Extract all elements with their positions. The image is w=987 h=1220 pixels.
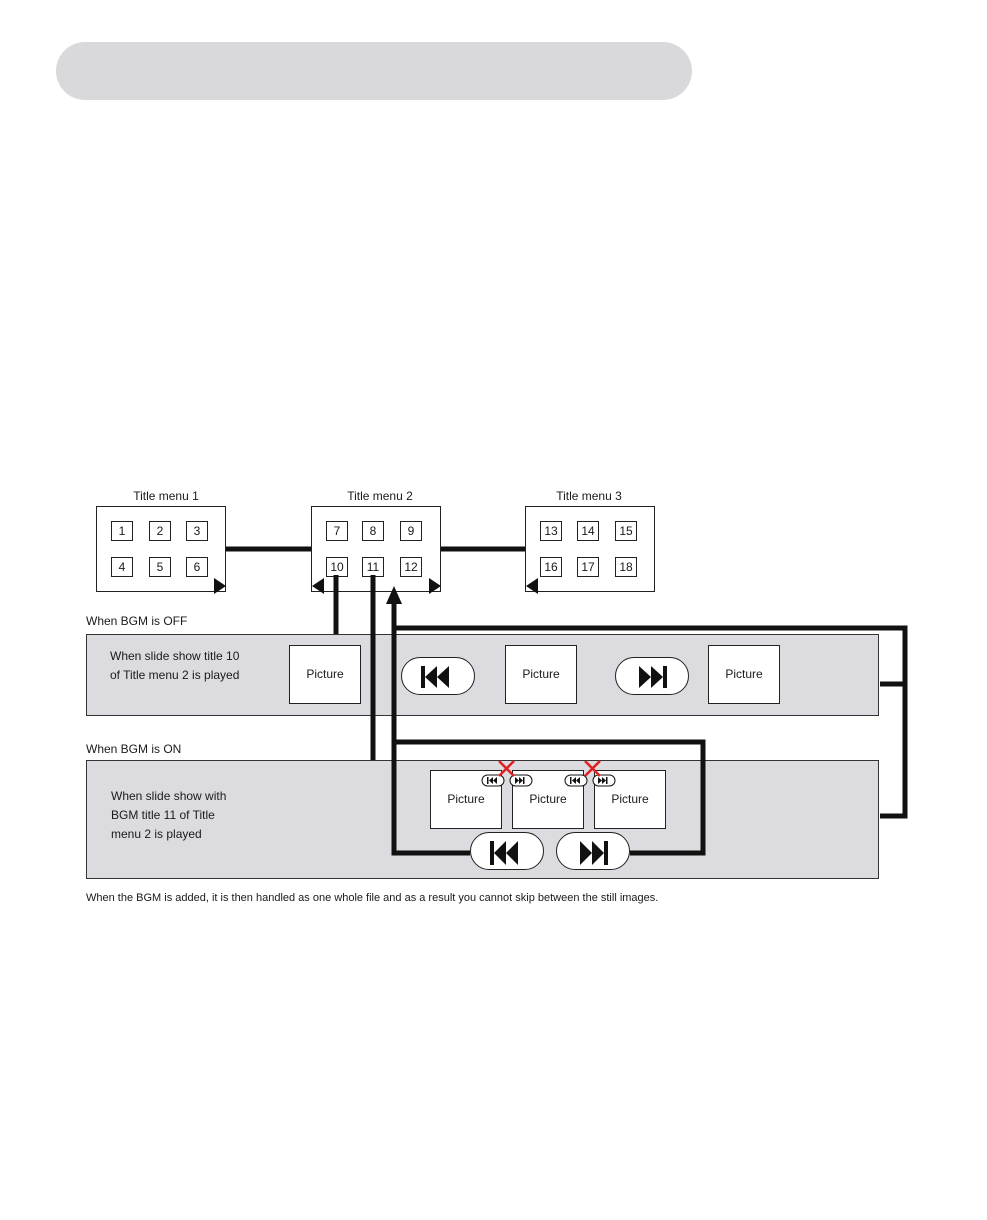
bgm-on-line-3: menu 2 is played — [111, 827, 202, 841]
title-number: 13 — [540, 521, 562, 541]
skip-forward-button[interactable] — [615, 657, 689, 695]
bgm-on-line-1: When slide show with — [111, 789, 227, 803]
skip-back-button[interactable] — [470, 832, 544, 870]
title-number: 1 — [111, 521, 133, 541]
title-number: 5 — [149, 557, 171, 577]
skip-forward-icon — [639, 666, 667, 688]
title-number: 6 — [186, 557, 208, 577]
bgm-off-description: When slide show title 10 of Title menu 2… — [110, 647, 239, 685]
bgm-off-line-1: When slide show title 10 — [110, 649, 240, 663]
title-number: 3 — [186, 521, 208, 541]
menu-3-box: 13 14 15 16 17 18 — [525, 506, 655, 592]
picture-frame: Picture — [708, 645, 780, 704]
disabled-skip-icons-1 — [481, 760, 533, 787]
menu-3-title: Title menu 3 — [556, 489, 622, 503]
menu-1-box: 1 2 3 4 5 6 — [96, 506, 226, 592]
skip-back-icon — [490, 841, 518, 865]
cross-icon — [498, 760, 515, 777]
disabled-skip-icons-2 — [564, 760, 616, 787]
bgm-on-line-2: BGM title 11 of Title — [111, 808, 215, 822]
skip-back-button[interactable] — [401, 657, 475, 695]
title-number: 17 — [577, 557, 599, 577]
next-page-icon — [429, 578, 441, 594]
menu-2-box: 7 8 9 10 11 12 — [311, 506, 441, 592]
cross-icon — [584, 760, 601, 777]
next-page-icon — [214, 578, 226, 594]
picture-frame: Picture — [289, 645, 361, 704]
prev-page-icon — [312, 578, 324, 594]
title-number: 7 — [326, 521, 348, 541]
title-number: 15 — [615, 521, 637, 541]
title-number: 12 — [400, 557, 422, 577]
title-number: 4 — [111, 557, 133, 577]
bgm-off-line-2: of Title menu 2 is played — [110, 668, 240, 682]
prev-page-icon — [526, 578, 538, 594]
bgm-on-label: When BGM is ON — [86, 742, 182, 756]
title-number: 18 — [615, 557, 637, 577]
caption: When the BGM is added, it is then handle… — [86, 892, 659, 904]
skip-forward-icon — [580, 841, 608, 865]
bgm-off-label: When BGM is OFF — [86, 614, 188, 628]
title-number: 8 — [362, 521, 384, 541]
title-number: 16 — [540, 557, 562, 577]
header-bar — [56, 42, 692, 100]
bgm-on-description: When slide show with BGM title 11 of Tit… — [111, 787, 226, 844]
skip-back-icon — [421, 666, 449, 688]
title-number: 2 — [149, 521, 171, 541]
picture-frame: Picture — [505, 645, 577, 704]
title-number: 14 — [577, 521, 599, 541]
menu-1-title: Title menu 1 — [133, 489, 199, 503]
title-number: 9 — [400, 521, 422, 541]
menu-2-title: Title menu 2 — [347, 489, 413, 503]
